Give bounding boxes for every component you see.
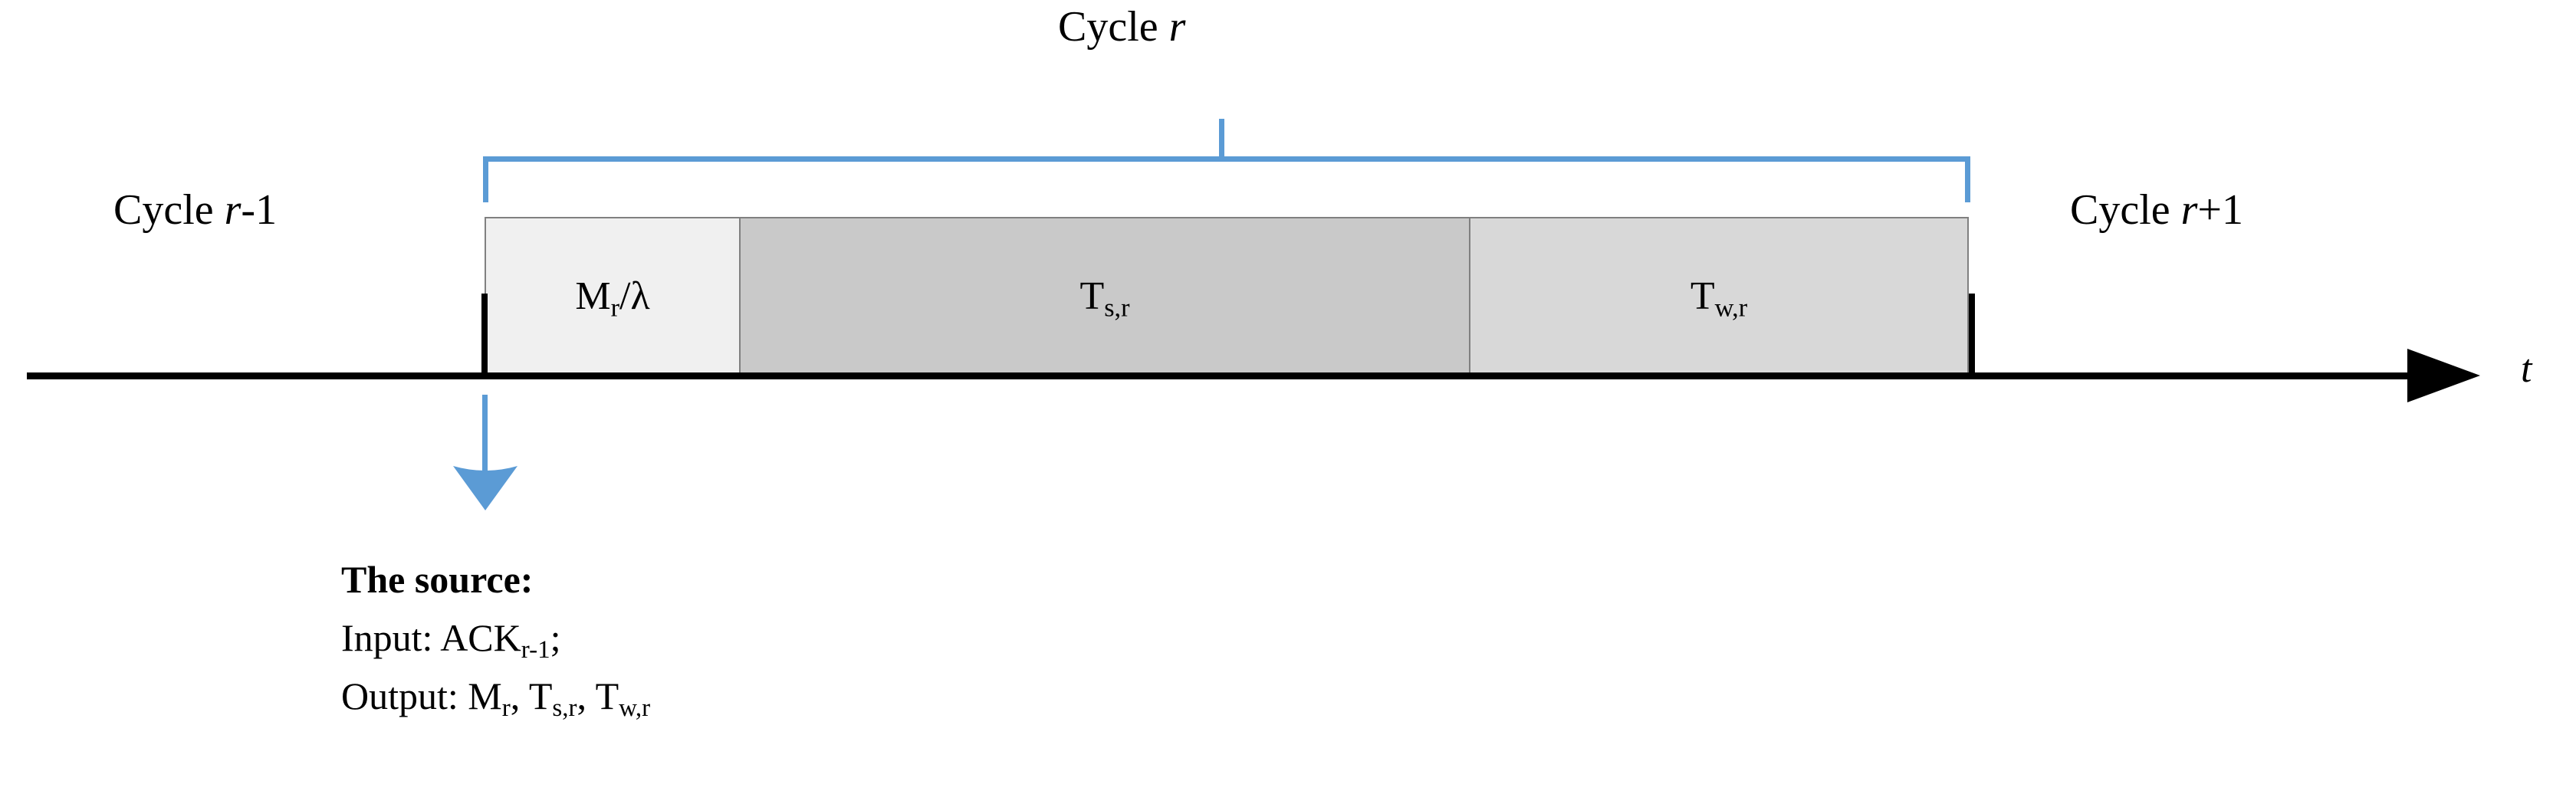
source-note-output-values: Mr, Ts,r, Tw,r xyxy=(468,674,651,723)
time-axis-arrowhead-icon xyxy=(2407,349,2480,402)
cycle-current-prefix: Cycle xyxy=(1058,3,1169,51)
cycle-span-bracket-bar xyxy=(483,156,1970,162)
segment-label-tw: Tw,r xyxy=(1690,274,1748,323)
segment-waiting-time: Tw,r xyxy=(1470,217,1969,376)
source-note-input-line: Input: ACKr-1; xyxy=(341,609,650,667)
cycle-boundary-tick-end xyxy=(1969,294,1975,378)
source-note-output-label: Output: xyxy=(341,674,468,717)
cycle-previous-prefix: Cycle xyxy=(113,186,225,234)
source-callout-arrow-head-icon xyxy=(453,466,518,510)
source-note-title: The source: xyxy=(341,558,534,601)
source-note-input-label: Input: xyxy=(341,616,441,659)
segment-label-ts: Ts,r xyxy=(1079,274,1130,323)
cycle-next-prefix: Cycle xyxy=(2070,186,2181,234)
source-note-output-line: Output: Mr, Ts,r, Tw,r xyxy=(341,667,650,725)
cycle-previous-variable: r xyxy=(224,186,242,234)
cycle-previous-suffix: -1 xyxy=(241,186,278,234)
source-note-input-value: ACKr-1; xyxy=(440,616,561,664)
cycle-next-suffix: +1 xyxy=(2197,186,2244,234)
source-callout-arrow-shaft xyxy=(482,395,488,479)
cycle-span-bracket-right-tick xyxy=(1965,156,1970,202)
cycle-span-bracket-center-stem xyxy=(1219,119,1224,159)
time-axis-line xyxy=(27,372,2450,379)
cycle-previous-label: Cycle r-1 xyxy=(113,188,277,233)
source-note-block: The source: Input: ACKr-1; Output: Mr, T… xyxy=(341,550,650,725)
cycle-current-variable: r xyxy=(1168,3,1186,51)
time-axis-label: t xyxy=(2521,347,2532,391)
segment-label-m: Mr/λ xyxy=(575,274,650,323)
cycle-boundary-tick-start xyxy=(481,294,488,378)
cycle-span-bracket-left-tick xyxy=(483,156,488,202)
cycle-current-label: Cycle r xyxy=(1058,5,1185,50)
cycle-next-label: Cycle r+1 xyxy=(2070,188,2243,233)
cycle-next-variable: r xyxy=(2180,186,2198,234)
segment-message-transmission: Mr/λ xyxy=(485,217,741,376)
cycle-segment-group: Mr/λ Ts,r Tw,r xyxy=(485,217,1969,376)
segment-sensing-time: Ts,r xyxy=(741,217,1470,376)
